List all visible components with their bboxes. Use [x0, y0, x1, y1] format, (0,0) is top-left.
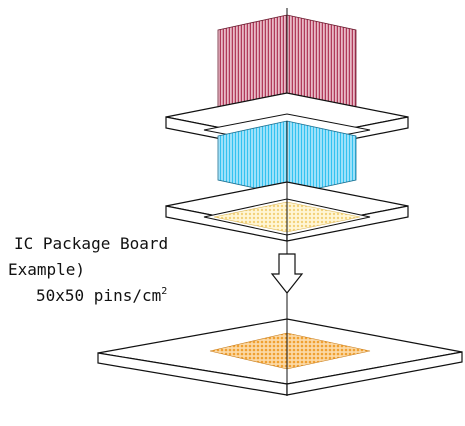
ic-package-board	[97, 318, 463, 396]
annotation-pin-density: 50x50 pins/cm2	[36, 286, 168, 305]
pin-density-exponent: 2	[161, 286, 168, 297]
lower-pad-array	[209, 332, 371, 370]
annotation-title: IC Package Board	[14, 234, 169, 253]
pin-density-value: 50x50 pins/cm	[36, 286, 162, 305]
annotation-example: Example)	[8, 260, 86, 279]
middle-frame-plate	[165, 181, 409, 242]
down-arrow-icon	[270, 253, 304, 294]
